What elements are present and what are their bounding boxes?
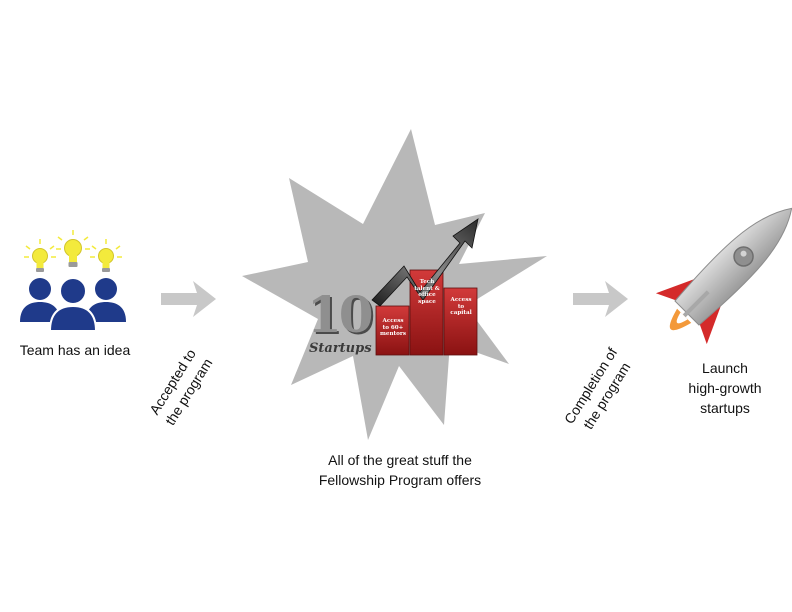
flame-icon xyxy=(669,308,692,331)
growth-arrow-icon xyxy=(371,218,479,307)
bar-capital xyxy=(443,287,478,356)
bar-mentors xyxy=(375,305,410,356)
growth-chart-icon xyxy=(371,218,479,356)
bar-label-mentors: Access to 60+ mentors xyxy=(380,318,406,337)
bar-label-tech-talent: Tech talent & office space xyxy=(414,279,440,305)
launch-caption: Launch high-growth startups xyxy=(688,360,762,416)
lightbulb-icon xyxy=(90,239,122,272)
bar-label-capital: Access to capital xyxy=(450,297,472,316)
rocket-fin-right xyxy=(699,301,723,345)
right-arrow-icon xyxy=(573,281,628,317)
offers-caption: All of the great stuff the Fellowship Pr… xyxy=(318,452,482,488)
startups-word: Startups xyxy=(309,341,372,356)
right-arrow-icon xyxy=(161,281,216,317)
lightbulb-icon xyxy=(24,239,56,272)
rocket-fin-left xyxy=(655,277,699,301)
rocket-icon xyxy=(655,207,792,345)
team-people-icon xyxy=(20,230,126,332)
team-caption: Team has an idea xyxy=(19,342,131,358)
startups-count: 10 xyxy=(307,285,374,344)
lightbulb-icon xyxy=(56,230,90,267)
rocket-center-fin xyxy=(682,290,710,318)
